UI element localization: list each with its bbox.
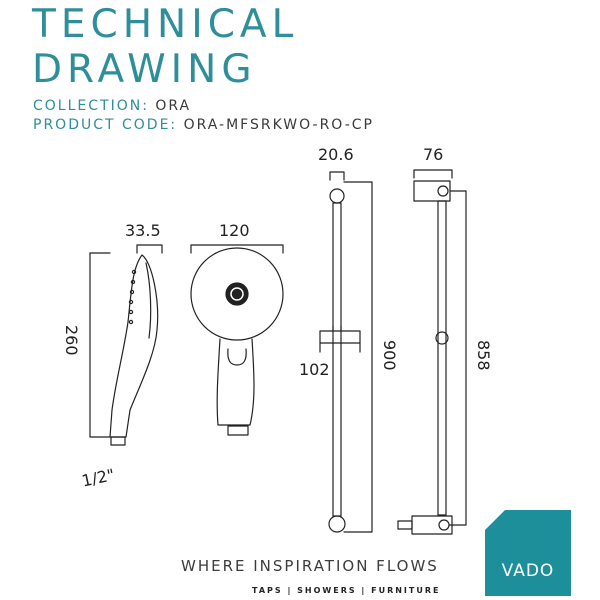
collection-line: COLLECTION: ORA [33,98,191,114]
width-dimension-line [190,244,284,254]
logo-notch [485,510,505,530]
bracket-depth-dimension-line [413,169,453,179]
handset-side-view [109,254,159,446]
rail-side-view [319,188,361,533]
collection-label: COLLECTION: [33,98,149,114]
drawing-title: TECHNICAL DRAWING [32,2,298,92]
rail-diameter-dimension-line [329,171,345,181]
handset-width-label: 120 [219,221,250,240]
rail-diameter-label: 20.6 [318,145,354,164]
rail-length-label: 900 [380,340,399,371]
slider-width-label: 102 [299,360,330,379]
depth-dimension-line [136,244,163,254]
product-code-line: PRODUCT CODE: ORA-MFSRKWO-RO-CP [33,117,374,133]
product-code-value: ORA-MFSRKWO-RO-CP [183,117,374,133]
handset-depth-label: 33.5 [125,221,161,240]
handset-length-label: 260 [62,325,81,356]
length-dimension-line [89,252,111,438]
rail-length-dimension-line [343,181,373,533]
logo-text: VADO [501,561,555,581]
title-line-1: TECHNICAL [32,2,299,47]
vado-logo: VADO [485,510,571,596]
bracket-centres-dimension-line [449,190,467,526]
brand-tagline: WHERE INSPIRATION FLOWS [181,557,439,575]
collection-value: ORA [155,98,192,114]
product-code-label: PRODUCT CODE: [33,117,178,133]
brand-subtagline: TAPS | SHOWERS | FURNITURE [252,586,441,595]
handset-front-view [190,247,284,436]
rail-bracket-view [397,180,453,535]
slider-width-dimension-line [319,342,361,353]
nozzle-row [128,269,137,325]
title-line-2: DRAWING [32,47,257,92]
bracket-centres-label: 858 [474,340,493,371]
bracket-depth-label: 76 [423,145,443,164]
connector-label: 1/2" [80,465,116,490]
